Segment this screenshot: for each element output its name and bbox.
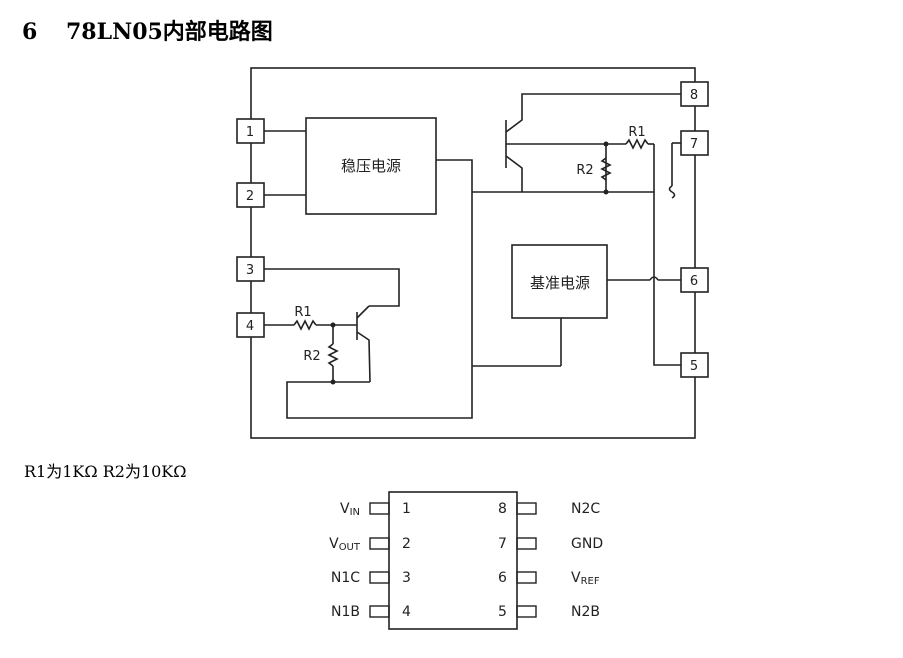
pin-box-1: [236, 118, 265, 144]
pin-label-6: 6: [690, 274, 698, 289]
reference-label: 基准电源: [530, 274, 590, 292]
pinout-lead-5: [516, 605, 537, 618]
r1-bottom-label: R1: [294, 305, 311, 320]
pinout-num-6: 6: [498, 570, 507, 586]
section-title-text: 78LN05内部电路图: [66, 19, 273, 45]
pinout-body: [388, 491, 518, 630]
section-number: 6: [22, 19, 38, 45]
pin-label-1: 1: [246, 125, 254, 140]
junction-dot: [330, 379, 336, 385]
junction-dot: [603, 141, 609, 147]
pinout-name-1-sub: IN: [350, 507, 360, 518]
pinout-name-8: N2C: [571, 501, 600, 517]
pinout-name-7: GND: [571, 536, 603, 552]
r1-top-label: R1: [628, 125, 645, 140]
pinout-name-2: VOUT: [329, 536, 361, 553]
resistor-r2-bottom: [327, 343, 339, 367]
resistor-r2-top: [600, 157, 612, 181]
resistor-note: R1为1KΩ R2为10KΩ: [24, 462, 187, 481]
section-title: 6 78LN05内部电路图: [22, 14, 273, 46]
pinout-name-6-main: V: [571, 570, 581, 586]
pinout-num-4: 4: [402, 604, 411, 620]
junction-dot: [330, 322, 336, 328]
pinout-name-4: N1B: [331, 604, 360, 620]
pinout-name-2-sub: OUT: [339, 542, 361, 553]
pin-box-5: [680, 352, 709, 378]
wire-top-emitter: [505, 155, 523, 192]
regulator-label: 稳压电源: [341, 157, 401, 175]
pinout-name-1: VIN: [340, 501, 360, 518]
pin-label-5: 5: [690, 359, 698, 374]
reference-block: [511, 244, 608, 319]
wire-pin3-collector: [264, 268, 400, 307]
junction-dots: [330, 141, 609, 385]
pin-numbers: 1 2 3 4 5 6 7 8: [246, 88, 698, 374]
pinout-lead-2: [369, 537, 390, 550]
pin-label-2: 2: [246, 189, 254, 204]
pinout-num-5: 5: [498, 604, 507, 620]
pinout-lead-4: [369, 605, 390, 618]
pin-label-3: 3: [246, 263, 254, 278]
pin-box-4: [236, 312, 265, 338]
r2-bottom-label: R2: [303, 349, 320, 364]
pinout-lead-7: [516, 537, 537, 550]
pin-label-4: 4: [246, 319, 254, 334]
pin-label-7: 7: [690, 137, 698, 152]
pinout-name-6-sub: REF: [581, 576, 600, 587]
wire-hop-pin7: [668, 185, 676, 199]
pin-box-6: [680, 267, 709, 293]
pinout-num-1: 1: [402, 501, 411, 517]
pinout-lead-1: [369, 502, 390, 515]
pinout-name-6: VREF: [571, 570, 600, 587]
pinout-num-8: 8: [498, 501, 507, 517]
pin-label-8: 8: [690, 88, 698, 103]
wire-ground-loop: [286, 159, 473, 419]
internal-circuit: [236, 67, 709, 439]
pinout-name-5: N2B: [571, 604, 600, 620]
pinout-num-2: 2: [402, 536, 411, 552]
wire-pin5: [653, 144, 681, 366]
pinout-lead-3: [369, 571, 390, 584]
pinout-name-2-main: V: [329, 536, 339, 552]
pinout-name-1-main: V: [340, 501, 350, 517]
resistor-r1-top: [625, 138, 649, 150]
pinout-package: 1 2 3 4 8 7 6 5 VIN VOUT N1C N1B N2C GND…: [329, 491, 603, 630]
r2-top-label: R2: [576, 163, 593, 178]
regulator-block: [305, 117, 437, 215]
package-outline: [250, 67, 696, 439]
junction-dot: [603, 189, 609, 195]
pinout-num-7: 7: [498, 536, 507, 552]
pinout-num-3: 3: [402, 570, 411, 586]
wire-hop-pin6: [649, 276, 659, 281]
transistor-bottom-emitter: [356, 331, 371, 383]
pinout-lead-8: [516, 502, 537, 515]
wire-pin8-collector: [505, 93, 681, 133]
resistor-r1-bottom: [293, 319, 317, 331]
transistor-bottom-collector: [356, 305, 370, 319]
pinout-lead-6: [516, 571, 537, 584]
pinout-name-3: N1C: [331, 570, 360, 586]
